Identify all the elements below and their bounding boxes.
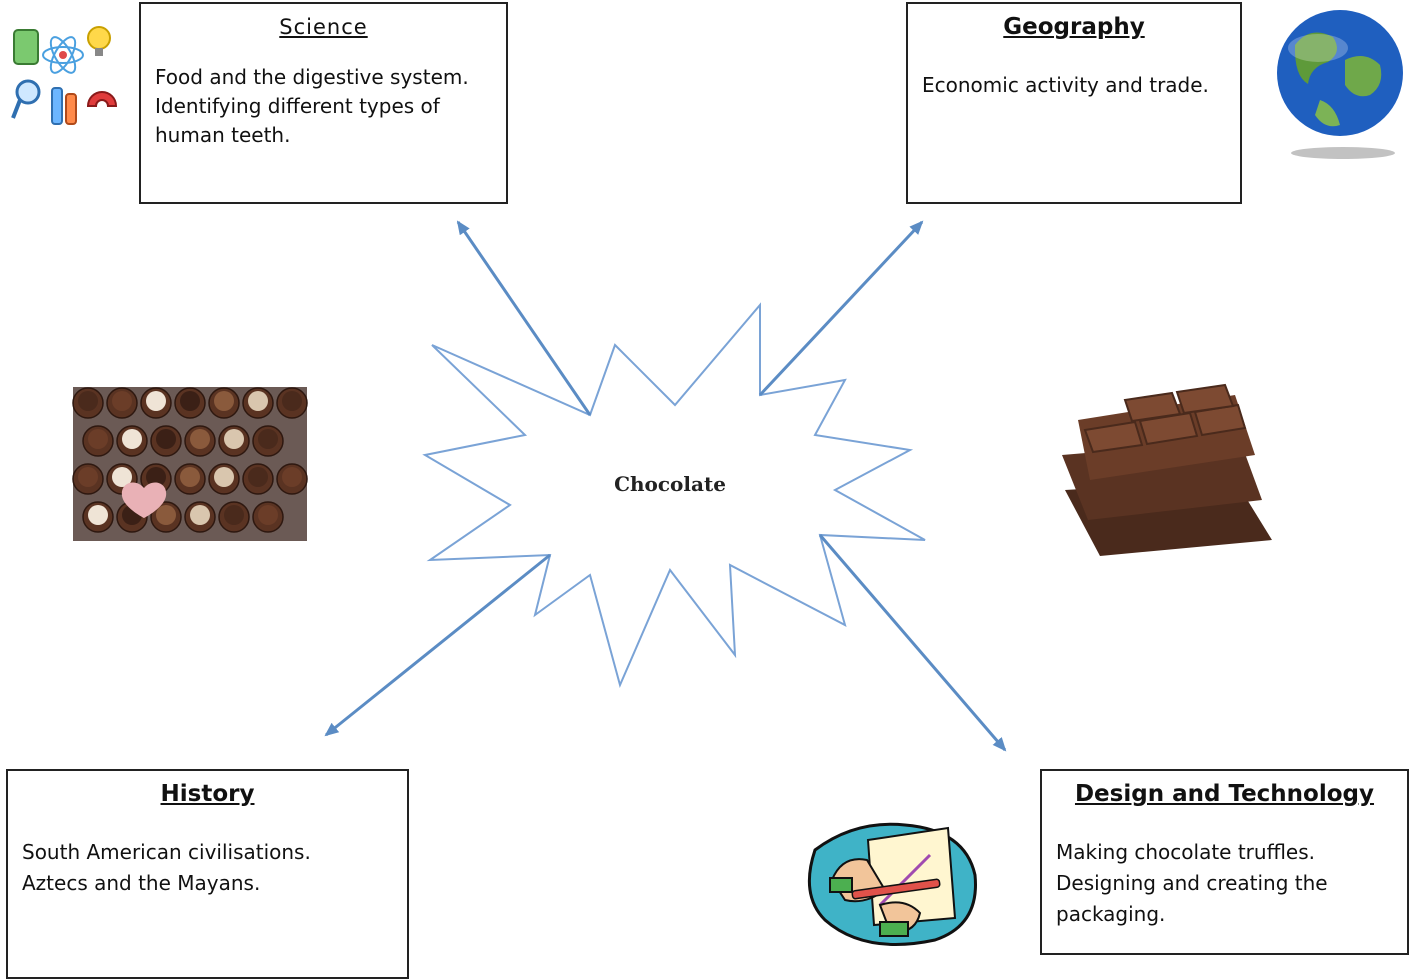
truffle <box>282 467 302 487</box>
science-clipart-icon <box>11 26 118 125</box>
truffle <box>88 505 108 525</box>
arrow-to-design-technology <box>818 534 1007 752</box>
design-drawing-clipart-icon <box>807 822 977 946</box>
design-technology-heading: Design and Technology <box>1074 781 1375 807</box>
arrow-to-geography <box>758 220 924 397</box>
truffle <box>258 505 278 525</box>
arrow-to-science <box>456 220 592 416</box>
truffle <box>282 391 302 411</box>
history-body: South American civilisations. Aztecs and… <box>22 840 311 895</box>
geography-box: Geography Economic activity and trade. <box>906 2 1242 204</box>
truffle <box>88 429 108 449</box>
truffle <box>190 505 210 525</box>
center-topic-label: Chocolate <box>614 472 726 496</box>
chocolate-truffles-photo <box>72 387 308 541</box>
truffle <box>78 391 98 411</box>
truffle <box>156 505 176 525</box>
chocolate-bar-photo <box>1062 383 1272 556</box>
truffle <box>214 467 234 487</box>
history-heading: History <box>160 781 255 807</box>
arrow-to-history <box>324 553 551 737</box>
truffle <box>190 429 210 449</box>
truffle <box>224 505 244 525</box>
truffle <box>146 467 166 487</box>
truffle <box>214 391 234 411</box>
design-technology-box: Design and Technology Making chocolate t… <box>1040 769 1409 955</box>
truffle <box>112 391 132 411</box>
truffle <box>248 391 268 411</box>
design-technology-body: Making chocolate truffles. Designing and… <box>1056 840 1328 926</box>
science-body: Food and the digestive system. Identifyi… <box>155 65 469 147</box>
geography-heading: Geography <box>1003 14 1145 40</box>
truffle <box>112 467 132 487</box>
truffle <box>180 391 200 411</box>
truffle <box>156 429 176 449</box>
science-box: Science Food and the digestive system. I… <box>139 2 508 204</box>
truffle <box>146 391 166 411</box>
history-box: History South American civilisations. Az… <box>6 769 409 979</box>
science-heading: Science <box>279 15 368 39</box>
geography-body: Economic activity and trade. <box>922 73 1209 97</box>
truffle <box>122 429 142 449</box>
truffle <box>224 429 244 449</box>
earth-globe-icon <box>1277 10 1403 159</box>
truffle <box>248 467 268 487</box>
truffle <box>78 467 98 487</box>
truffle <box>180 467 200 487</box>
truffle <box>258 429 278 449</box>
